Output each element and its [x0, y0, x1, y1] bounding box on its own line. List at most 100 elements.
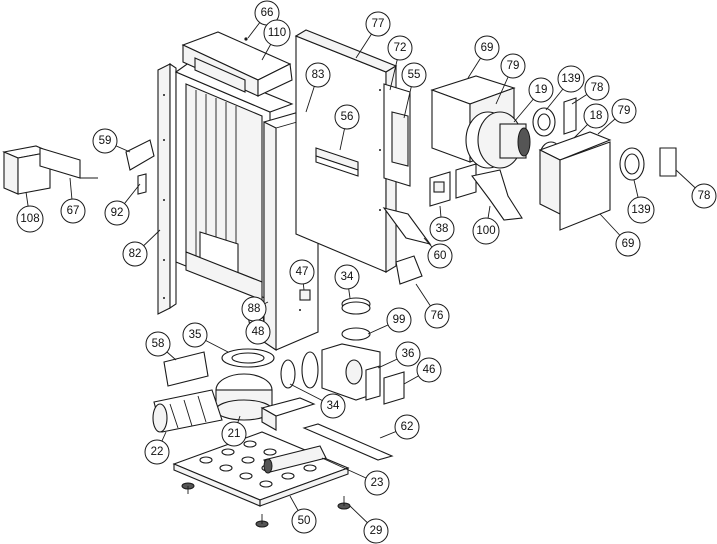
callout-number: 48 — [252, 326, 265, 338]
part-56-bracket — [315, 147, 359, 177]
callout-circle — [611, 98, 637, 124]
callout-number: 78 — [591, 82, 604, 94]
callout-67: 67 — [60, 177, 86, 224]
part-38-plate — [429, 163, 477, 207]
callout-circle — [104, 200, 130, 226]
callout-35: 35 — [182, 322, 229, 353]
callout-circle — [395, 341, 421, 367]
callout-number: 110 — [268, 27, 286, 39]
callout-82: 82 — [122, 229, 161, 267]
callout-36: 36 — [377, 341, 421, 369]
callout-number: 139 — [631, 204, 650, 216]
parts-drawing — [2, 29, 677, 528]
callout-number: 72 — [394, 42, 407, 54]
callout-circle — [615, 231, 641, 257]
callout-number: 46 — [423, 364, 436, 376]
callout-29: 29 — [349, 505, 389, 544]
callout-circle — [365, 11, 391, 37]
callout-number: 38 — [436, 223, 449, 235]
part-110-top-cover — [181, 31, 293, 97]
part-59-plate — [125, 139, 155, 171]
callout-number: 100 — [476, 225, 495, 237]
callout-number: 59 — [99, 135, 112, 147]
callout-72: 72 — [387, 35, 413, 91]
callout-100: 100 — [472, 205, 500, 245]
part-35-gasket — [221, 348, 275, 368]
callout-number: 29 — [370, 525, 383, 537]
part-36-plate — [365, 365, 381, 401]
callout-circle — [291, 508, 317, 534]
callout-circle — [182, 322, 208, 348]
callout-38: 38 — [429, 205, 455, 242]
callout-circle — [289, 259, 315, 285]
callout-62: 62 — [379, 414, 420, 440]
part-34-ring-upper — [341, 297, 371, 315]
callout-21: 21 — [221, 415, 247, 447]
part-50-base-plate — [172, 431, 350, 507]
callout-circle — [528, 77, 554, 103]
callout-46: 46 — [403, 357, 442, 385]
callout-83: 83 — [305, 62, 331, 113]
callout-number: 56 — [341, 111, 354, 123]
callout-circle — [334, 104, 360, 130]
callout-circle — [627, 196, 655, 224]
callout-108: 108 — [16, 191, 44, 233]
part-58-plate — [163, 351, 209, 387]
callout-139: 139 — [545, 65, 585, 111]
callout-number: 82 — [129, 248, 142, 260]
part-60-baffle — [382, 207, 432, 245]
callout-number: 88 — [248, 303, 261, 315]
callout-circle — [144, 439, 170, 465]
callout-circle — [429, 216, 455, 242]
part-47-bracket — [299, 289, 311, 301]
callout-circle — [122, 241, 148, 267]
callout-number: 23 — [371, 477, 384, 489]
callout-55: 55 — [401, 62, 427, 119]
callout-78: 78 — [675, 169, 717, 209]
callout-number: 139 — [561, 73, 580, 85]
part-duct-block — [260, 397, 316, 431]
callout-circle — [500, 53, 526, 79]
callout-number: 69 — [622, 238, 635, 250]
callout-circle — [691, 183, 717, 209]
callout-number: 18 — [590, 110, 603, 122]
callout-number: 62 — [401, 421, 414, 433]
callout-59: 59 — [92, 128, 131, 154]
callout-60: 60 — [423, 237, 453, 269]
callout-circle — [60, 198, 86, 224]
callout-circle — [557, 65, 585, 93]
part-76-plate — [395, 255, 423, 285]
callout-number: 35 — [189, 329, 202, 341]
part-19-combustion-blower — [465, 111, 531, 169]
callout-number: 34 — [327, 400, 340, 412]
part-69-lower-plate — [559, 141, 611, 231]
part-92-clip — [137, 173, 147, 195]
callout-number: 67 — [67, 205, 80, 217]
callout-number: 58 — [152, 338, 165, 350]
callout-56: 56 — [334, 104, 360, 151]
callout-34: 34 — [289, 383, 346, 419]
callout-circle — [584, 75, 610, 101]
part-62-rail — [302, 423, 394, 461]
callout-circle — [416, 357, 442, 383]
part-72-inner-panel — [383, 83, 411, 187]
callout-circle — [363, 518, 389, 544]
callout-circle — [92, 128, 118, 154]
callout-circle — [386, 307, 412, 333]
callout-number: 108 — [20, 213, 39, 225]
callout-79: 79 — [597, 98, 637, 135]
callout-number: 66 — [261, 7, 274, 19]
callout-76: 76 — [415, 283, 450, 329]
callout-139: 139 — [627, 179, 655, 224]
callout-number: 22 — [151, 446, 164, 458]
callout-number: 50 — [298, 515, 311, 527]
callout-circle — [472, 217, 500, 245]
callout-number: 34 — [341, 271, 354, 283]
part-22-tangential-fan — [152, 389, 223, 433]
callout-circle — [387, 35, 413, 61]
part-18-plate — [538, 131, 612, 215]
callout-circle — [263, 19, 291, 47]
part-23-motor — [263, 445, 327, 474]
part-67-plate — [39, 147, 98, 179]
